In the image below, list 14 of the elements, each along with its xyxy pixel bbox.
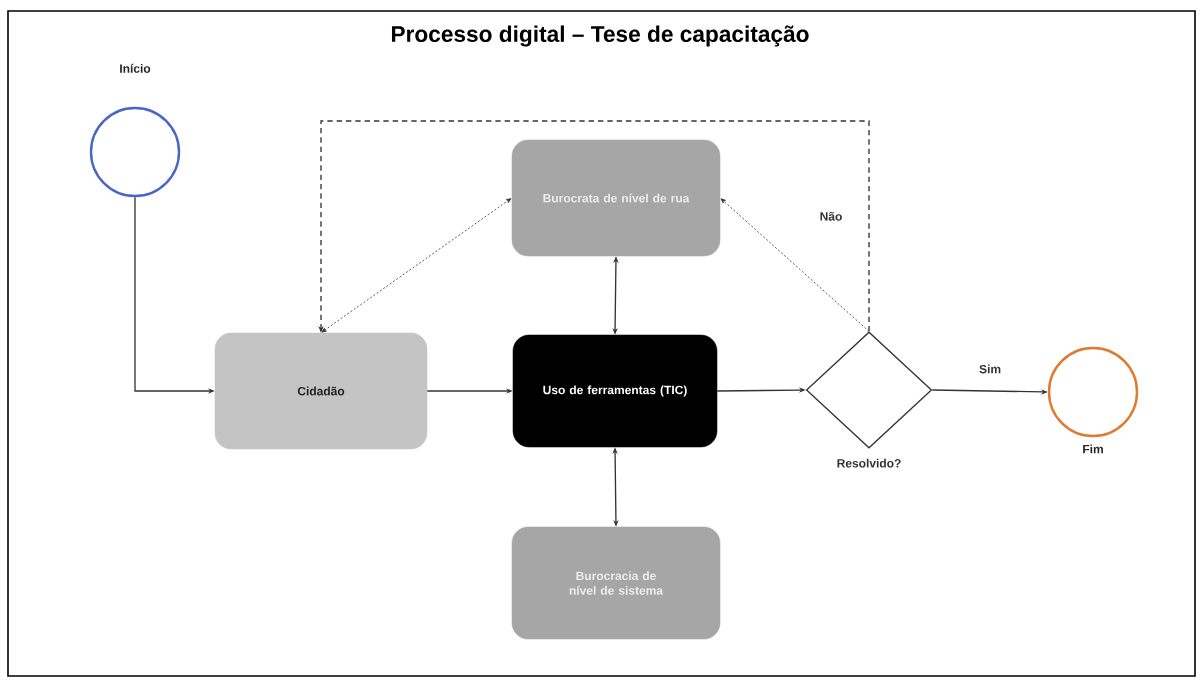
process-box: Uso de ferramentas (TIC): [512, 334, 718, 448]
process-box: Cidadão: [214, 332, 428, 450]
arrow: [321, 198, 512, 333]
edge-label: Sim: [977, 363, 1003, 375]
process-box: Burocrata de nível de rua: [511, 139, 721, 257]
arrow: [720, 198, 870, 332]
node-label: Início: [120, 63, 151, 73]
edge-label: Não: [818, 210, 844, 223]
process-box: Burocracia de nível de sistema: [511, 526, 721, 640]
node-label: Resolvido?: [837, 458, 901, 468]
circle-node: Fim: [1047, 346, 1139, 454]
node-label: Fim: [1083, 444, 1103, 454]
circle-node: Início: [89, 63, 181, 198]
title: Processo digital – Tese de capacitação: [392, 25, 809, 47]
